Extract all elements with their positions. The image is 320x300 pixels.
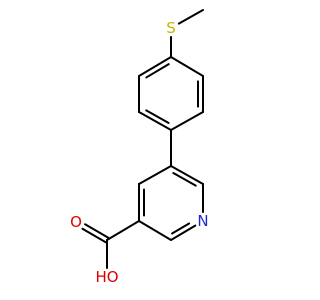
bond-c_y4-c_y5	[138, 165, 172, 185]
bond-c_acid-o_carbonyl-a	[84, 223, 110, 239]
bond-n1-c_y2	[170, 224, 197, 241]
atom-label-n1: N	[197, 212, 208, 230]
bond-c_y2-c_y3	[138, 220, 172, 241]
bond-c_y5-c_y6-inner	[172, 172, 197, 187]
bond-c_methyl-s1	[177, 9, 204, 25]
bond-c_p4-c_p5	[170, 111, 204, 131]
atom-label-o_carbonyl: O	[70, 213, 82, 231]
bond-c_y5-c_y6	[170, 165, 204, 185]
bond-c_p6-c_p1	[170, 56, 204, 77]
atom-label-s1: S	[166, 19, 176, 37]
bonds-layer	[81, 9, 204, 269]
bond-c_p3-c_p4-inner	[145, 109, 170, 124]
bond-n1-c_y2-inner	[171, 222, 191, 235]
bond-c_y3-c_acid	[106, 220, 140, 241]
bond-c_acid-o_carbonyl-b	[81, 227, 107, 244]
atom-label-o_hydroxyl: HO	[95, 268, 118, 286]
bond-c_p3-c_p4	[138, 111, 172, 131]
bond-c_p1-c_p2	[138, 56, 172, 77]
molecule-structure-diagram: S N O HO	[70, 9, 209, 286]
atom-labels-layer: S N O HO	[70, 19, 209, 286]
bond-c_p1-c_p2-inner	[145, 63, 170, 79]
